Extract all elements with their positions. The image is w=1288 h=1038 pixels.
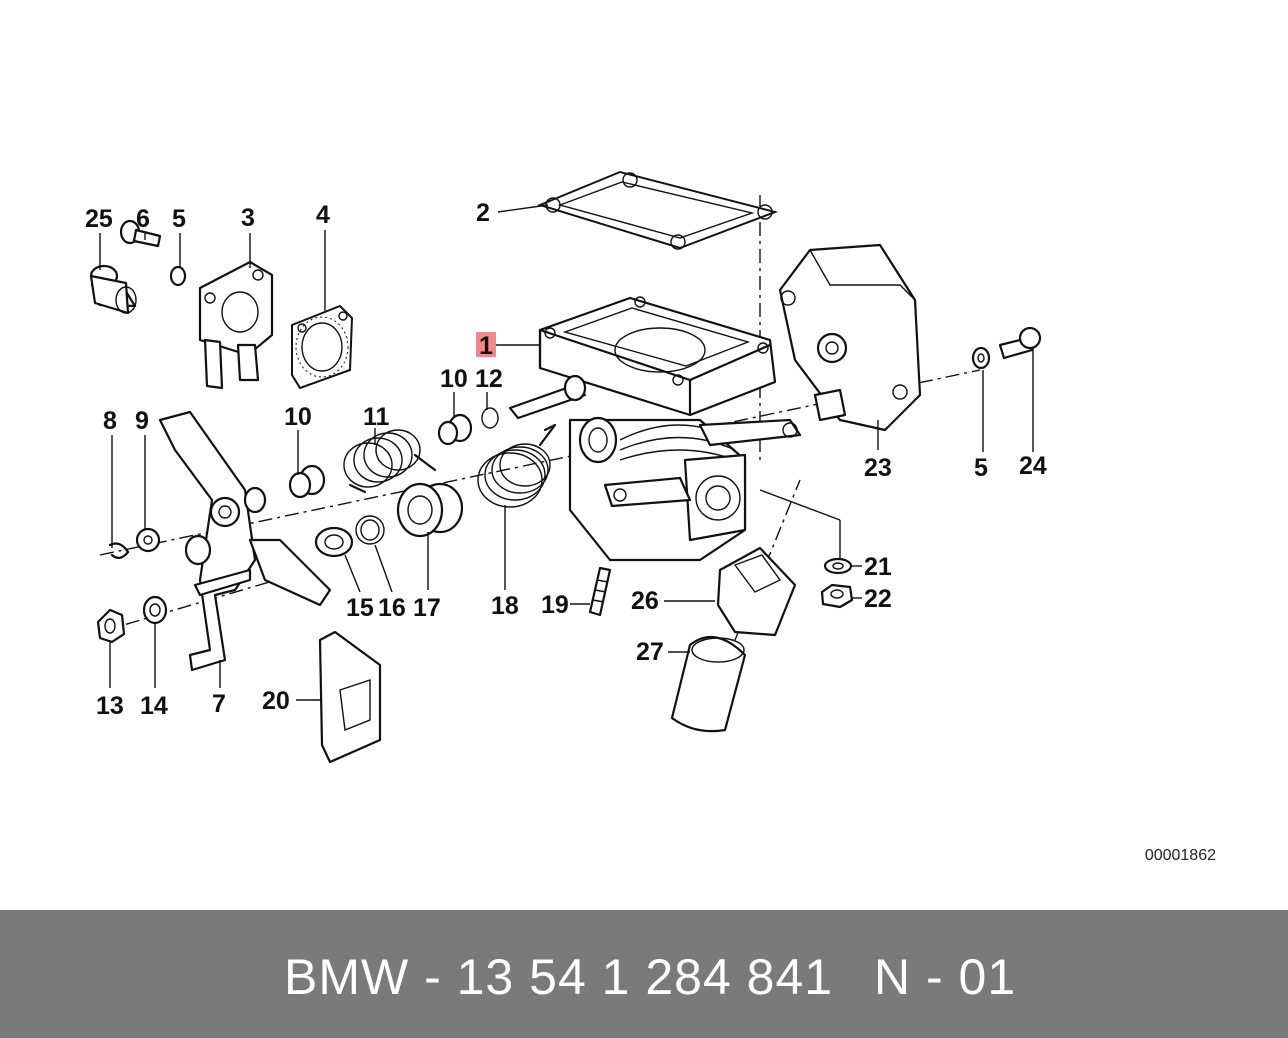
part-gasket-top bbox=[537, 170, 779, 250]
part-washer-15 bbox=[314, 526, 354, 558]
label-part-10-left: 10 bbox=[284, 403, 312, 431]
label-part-7: 7 bbox=[212, 690, 226, 718]
label-part-5-left: 5 bbox=[172, 205, 186, 233]
label-part-15: 15 bbox=[346, 594, 374, 622]
footer-part-number: BMW - 13 54 1 284 841 bbox=[284, 949, 834, 1005]
label-part-26: 26 bbox=[631, 587, 659, 615]
label-part-4: 4 bbox=[316, 201, 330, 229]
part-sleeve-25 bbox=[89, 264, 137, 315]
label-part-19: 19 bbox=[541, 591, 569, 619]
part-bushing-10-right bbox=[437, 413, 473, 446]
label-part-27: 27 bbox=[636, 638, 664, 666]
label-part-24: 24 bbox=[1019, 452, 1047, 480]
part-bushing-17 bbox=[396, 482, 464, 538]
part-bushing-10-left bbox=[288, 464, 326, 499]
label-part-25: 25 bbox=[85, 205, 113, 233]
part-washer-12 bbox=[481, 407, 499, 429]
part-spring-18 bbox=[477, 423, 557, 508]
part-screw-19 bbox=[588, 566, 612, 617]
label-part-12: 12 bbox=[475, 365, 503, 393]
part-washer-9 bbox=[135, 527, 161, 553]
part-nut-22 bbox=[820, 583, 854, 609]
part-washer-right bbox=[971, 346, 991, 370]
part-screw-6 bbox=[119, 219, 162, 248]
part-throttle-body bbox=[508, 296, 802, 562]
label-part-3: 3 bbox=[241, 204, 255, 232]
part-throttle-switch bbox=[778, 243, 922, 432]
part-screw-right bbox=[998, 326, 1042, 360]
part-ring-16 bbox=[355, 515, 385, 545]
parts-diagram: 1 2 3 4 5 5 6 7 8 9 10 10 11 12 13 14 15… bbox=[85, 170, 1047, 764]
part-washer-5-left bbox=[169, 265, 187, 287]
label-part-5-right: 5 bbox=[974, 454, 988, 482]
part-connector-26 bbox=[716, 546, 797, 637]
part-nut-13 bbox=[96, 608, 126, 644]
label-part-6: 6 bbox=[136, 205, 150, 233]
part-connector-3 bbox=[198, 260, 274, 390]
label-part-10-right: 10 bbox=[440, 365, 468, 393]
part-washer-14 bbox=[142, 595, 168, 625]
part-spring-11 bbox=[343, 429, 437, 494]
label-part-9: 9 bbox=[135, 407, 149, 435]
part-washer-21 bbox=[823, 557, 853, 575]
part-lever-7 bbox=[158, 410, 332, 672]
leader-lines bbox=[99, 204, 1034, 701]
part-boot-27 bbox=[670, 635, 747, 733]
label-part-17: 17 bbox=[413, 594, 441, 622]
label-part-2: 2 bbox=[476, 199, 490, 227]
highlight-box bbox=[476, 332, 496, 357]
label-part-23: 23 bbox=[864, 454, 892, 482]
label-part-22: 22 bbox=[864, 585, 892, 613]
label-part-20: 20 bbox=[262, 687, 290, 715]
part-gasket-4 bbox=[291, 304, 354, 390]
drawing-number: 00001862 bbox=[1144, 847, 1216, 864]
part-number-labels: 1 2 3 4 5 5 6 7 8 9 10 10 11 12 13 14 15… bbox=[85, 199, 1047, 720]
label-part-21: 21 bbox=[864, 553, 892, 581]
footer-bar bbox=[0, 910, 1288, 1038]
part-clip-20 bbox=[318, 630, 382, 764]
label-part-8: 8 bbox=[103, 407, 117, 435]
footer-code: N - 01 bbox=[874, 949, 1017, 1005]
label-part-14: 14 bbox=[140, 692, 168, 720]
label-part-1: 1 bbox=[479, 332, 493, 360]
label-part-11: 11 bbox=[363, 403, 390, 431]
exploded-view-drawing: 1 2 3 4 5 5 6 7 8 9 10 10 11 12 13 14 15… bbox=[85, 170, 1047, 764]
stud-leader bbox=[759, 489, 841, 521]
label-part-13: 13 bbox=[96, 692, 124, 720]
label-part-18: 18 bbox=[491, 592, 519, 620]
label-part-16: 16 bbox=[378, 594, 406, 622]
